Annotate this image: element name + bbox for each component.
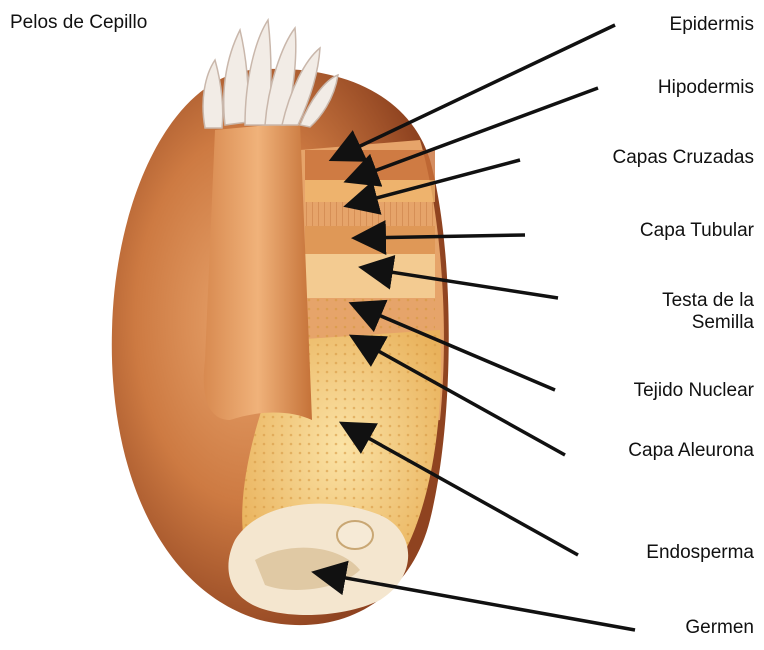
label-testa-line2: Semilla xyxy=(662,312,754,334)
label-tejido-nuclear: Tejido Nuclear xyxy=(634,380,754,402)
label-capas-cruzadas: Capas Cruzadas xyxy=(612,147,754,169)
label-testa-de-la-semilla: Testa de la Semilla xyxy=(662,290,754,334)
label-capa-aleurona: Capa Aleurona xyxy=(628,440,754,462)
label-pelos-de-cepillo: Pelos de Cepillo xyxy=(10,12,147,34)
label-hipodermis: Hipodermis xyxy=(658,77,754,99)
label-epidermis: Epidermis xyxy=(670,14,754,36)
label-endosperma: Endosperma xyxy=(646,542,754,564)
arrow-epidermis xyxy=(335,25,615,158)
label-germen: Germen xyxy=(685,617,754,639)
bran-front-panel xyxy=(204,122,312,420)
label-capa-tubular: Capa Tubular xyxy=(640,220,754,242)
label-testa-line1: Testa de la xyxy=(662,290,754,312)
